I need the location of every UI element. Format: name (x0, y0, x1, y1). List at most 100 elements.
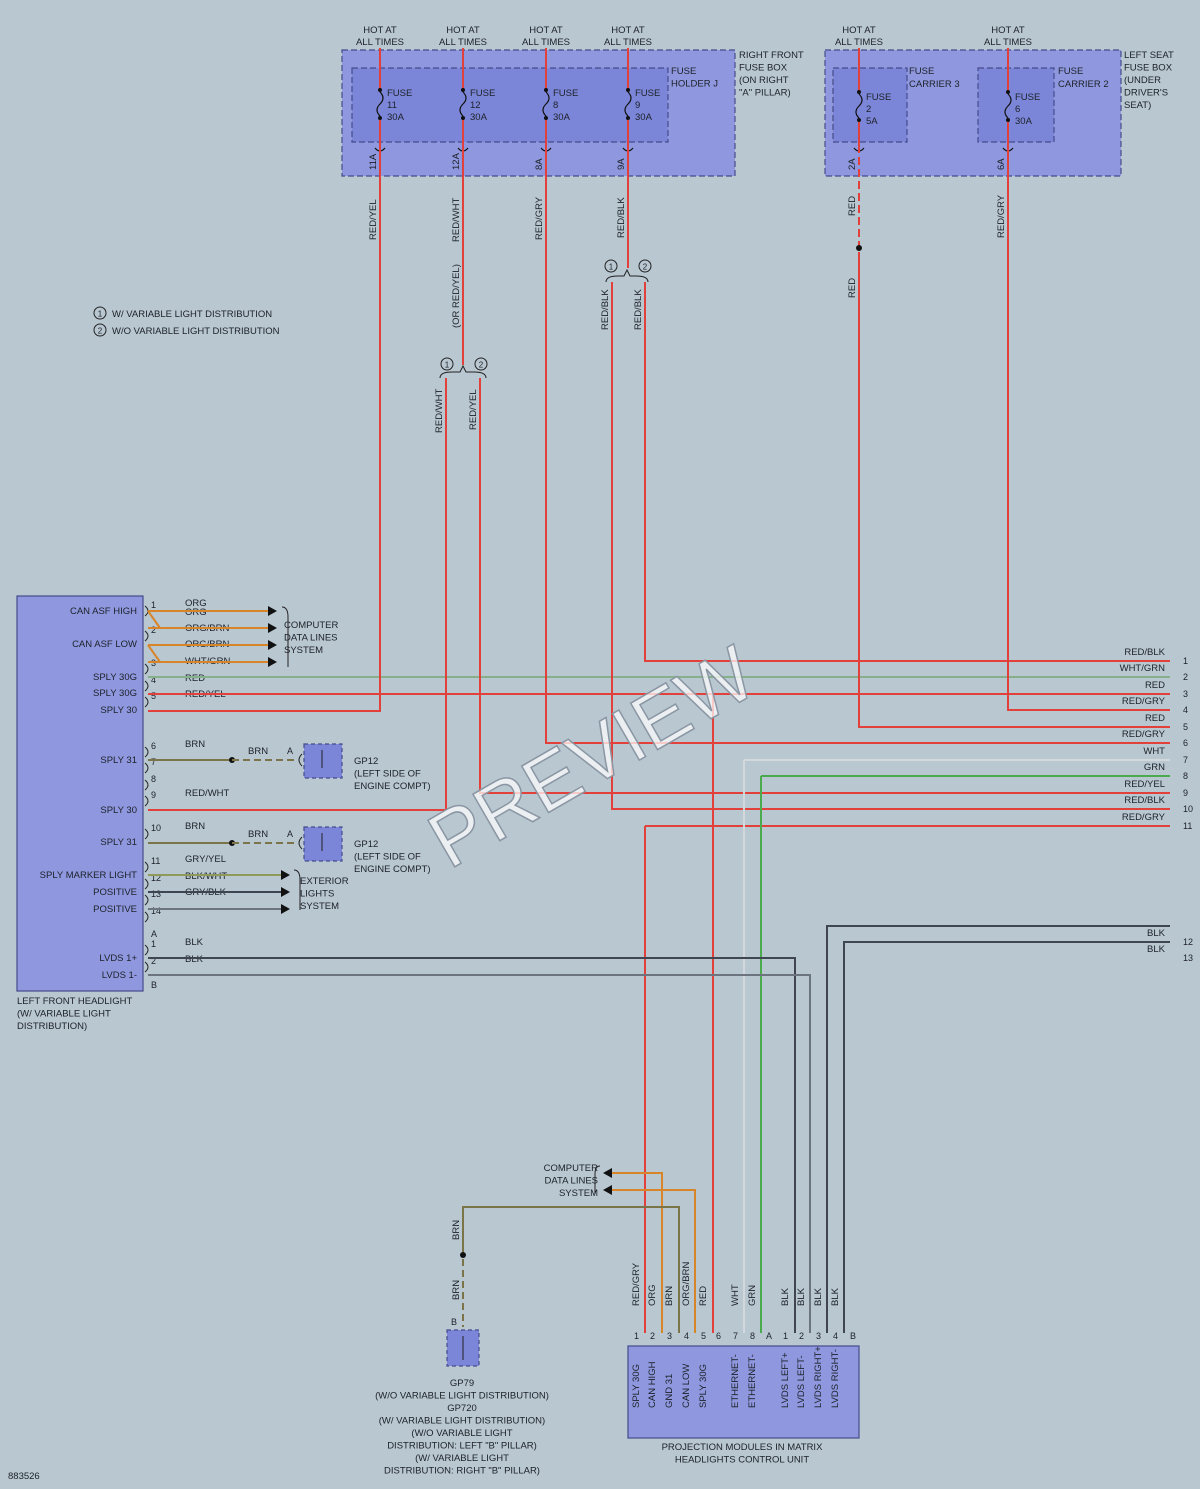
wire-label: RED (847, 196, 858, 216)
pin-terminal-icon (144, 861, 149, 873)
harness-wire-label: RED/BLK (1124, 647, 1165, 658)
harness-wire-label: RED (1145, 680, 1165, 691)
legend-1-number-ring (93, 306, 107, 320)
fuse-9-symbol-terminal-bottom (626, 116, 630, 120)
headlight-pin-number: 1 (151, 600, 156, 610)
computer-data-lines-label: SYSTEM (559, 1188, 598, 1199)
variant-split-bracket (605, 268, 649, 283)
harness-wire-label: BLK (1147, 928, 1166, 939)
variant-1-marker-ring (440, 357, 454, 371)
pin-terminal-icon (144, 795, 149, 807)
ground-bottom-label: (W/ VARIABLE LIGHT DISTRIBUTION) (379, 1416, 545, 1427)
headlight-pin-name: POSITIVE (93, 904, 137, 915)
fuse-terminal: 6A (996, 158, 1007, 170)
fuse-name: FUSE (1015, 92, 1040, 103)
wire-label: (OR RED/YEL) (451, 264, 462, 328)
fuse-terminal: 11A (368, 153, 379, 170)
left-front-headlight-box (16, 595, 144, 992)
can-data-wire-jog (147, 644, 161, 663)
fuse-12-symbol-terminal-top (461, 88, 465, 92)
pin-terminal-icon (144, 911, 149, 923)
control-unit-pin-name: ETHERNET- (730, 1354, 741, 1408)
fuse-carrier-label: CARRIER 2 (1058, 79, 1109, 90)
computer-data-lines-label: DATA LINES (284, 633, 338, 644)
fuse-name: FUSE (553, 88, 578, 99)
control-unit-wire-label: BLK (780, 1287, 791, 1306)
ground-wire-label: BRN (248, 829, 268, 840)
harness-pin-number: 4 (1183, 705, 1188, 715)
headlight-pin-number: 9 (151, 790, 156, 800)
splice-dot (856, 245, 862, 251)
ground-bottom-label: DISTRIBUTION: LEFT "B" PILLAR) (387, 1441, 537, 1452)
ground-label: ENGINE COMPT) (354, 864, 431, 875)
control-unit-wire-label: WHT (730, 1284, 741, 1306)
fuse-11-symbol-terminal-bottom (378, 116, 382, 120)
harness-wire-label: RED/GRY (1122, 812, 1166, 823)
fuse-11-symbol-terminal-top (378, 88, 382, 92)
harness-pin-number: 9 (1183, 788, 1188, 798)
wire-brn-cu3 (462, 1206, 680, 1333)
exterior-lights-label: LIGHTS (300, 889, 334, 900)
wire-blk-lvds2 (148, 974, 811, 1333)
headlight-wire-label: RED/WHT (185, 788, 230, 799)
bracket (293, 869, 301, 910)
headlight-wire-label: BLK/WHT (185, 871, 227, 882)
fuse-name: FUSE (635, 88, 660, 99)
fuse-holder-j (351, 67, 669, 143)
wire-blk-row12 (826, 925, 1170, 1333)
fuse-holder-label: HOLDER J (671, 79, 718, 90)
ground-label: (LEFT SIDE OF (354, 852, 421, 863)
harness-wire-label: WHT (1143, 746, 1165, 757)
variant-2-marker: 2 (643, 263, 648, 272)
wire-red-gry-fuse6 (1007, 145, 1170, 711)
control-unit-pin-name: LVDS LEFT- (796, 1355, 807, 1408)
connector-b-label: B (151, 980, 157, 990)
headlight-pin-number: 4 (151, 675, 156, 685)
legend-1-text: W/ VARIABLE LIGHT DISTRIBUTION (112, 309, 272, 320)
left-fuse-box-label: LEFT SEAT (1124, 50, 1174, 61)
wire-label: RED/GRY (534, 196, 545, 240)
harness-pin-number: 2 (1183, 672, 1188, 682)
harness-pin-number: 13 (1183, 953, 1193, 963)
control-unit-wire-label: ORG (647, 1284, 658, 1306)
harness-wire-label: WHT/GRN (1120, 663, 1166, 674)
ground-connector-label: A (287, 746, 293, 756)
control-unit-pin-name: LVDS LEFT+ (780, 1352, 791, 1408)
harness-pin-number: 10 (1183, 804, 1193, 814)
control-unit-pin-name: ETHERNET- (747, 1354, 758, 1408)
legend-2-number: 2 (98, 327, 103, 336)
wire-label: RED/GRY (996, 194, 1007, 238)
ground-bottom-label: (W/ VARIABLE LIGHT (415, 1453, 509, 1464)
headlight-wire-label: BRN (185, 821, 205, 832)
headlight-pin-name: CAN ASF HIGH (70, 606, 137, 617)
fuse-terminal: 9A (616, 158, 627, 170)
right-fuse-box-label: FUSE BOX (739, 63, 788, 74)
left-fuse-box-label: DRIVER'S (1124, 88, 1168, 99)
hot-at-label: HOT AT (842, 25, 876, 36)
headlight-wire-label: BLK (185, 954, 204, 965)
headlight-pin-name: CAN ASF LOW (72, 639, 137, 650)
control-unit-wire-label: GRN (747, 1285, 758, 1306)
harness-wire-label: GRN (1144, 762, 1165, 773)
wire-red-fuse2 (858, 252, 1170, 728)
headlight-pin-number: 8 (151, 774, 156, 784)
left-fuse-box-label: (UNDER (1124, 75, 1161, 86)
harness-pin-number: 5 (1183, 722, 1188, 732)
left-fuse-box-label: SEAT) (1124, 100, 1151, 111)
hot-at-label: HOT AT (363, 25, 397, 36)
pin-terminal-icon (144, 878, 149, 890)
ground-bottom-label: (W/O VARIABLE LIGHT (411, 1428, 512, 1439)
fuse-6-symbol-terminal-top (1006, 90, 1010, 94)
arrow-right-icon (268, 640, 277, 650)
headlight-wire-label: RED (185, 673, 205, 684)
fuse-carrier-label: FUSE (1058, 66, 1083, 77)
wire-org-brn-cu4 (607, 1189, 696, 1333)
harness-wire-label: RED/GRY (1122, 729, 1166, 740)
connector-a-label: A (151, 929, 157, 939)
wire-red-blk-variant2 (644, 282, 1170, 662)
hot-at-label: HOT AT (446, 25, 480, 36)
ground-label: GP12 (354, 839, 378, 850)
control-unit-pin-number: 6 (716, 1331, 721, 1341)
arrow-right-icon (281, 904, 290, 914)
harness-pin-number: 11 (1183, 821, 1192, 831)
